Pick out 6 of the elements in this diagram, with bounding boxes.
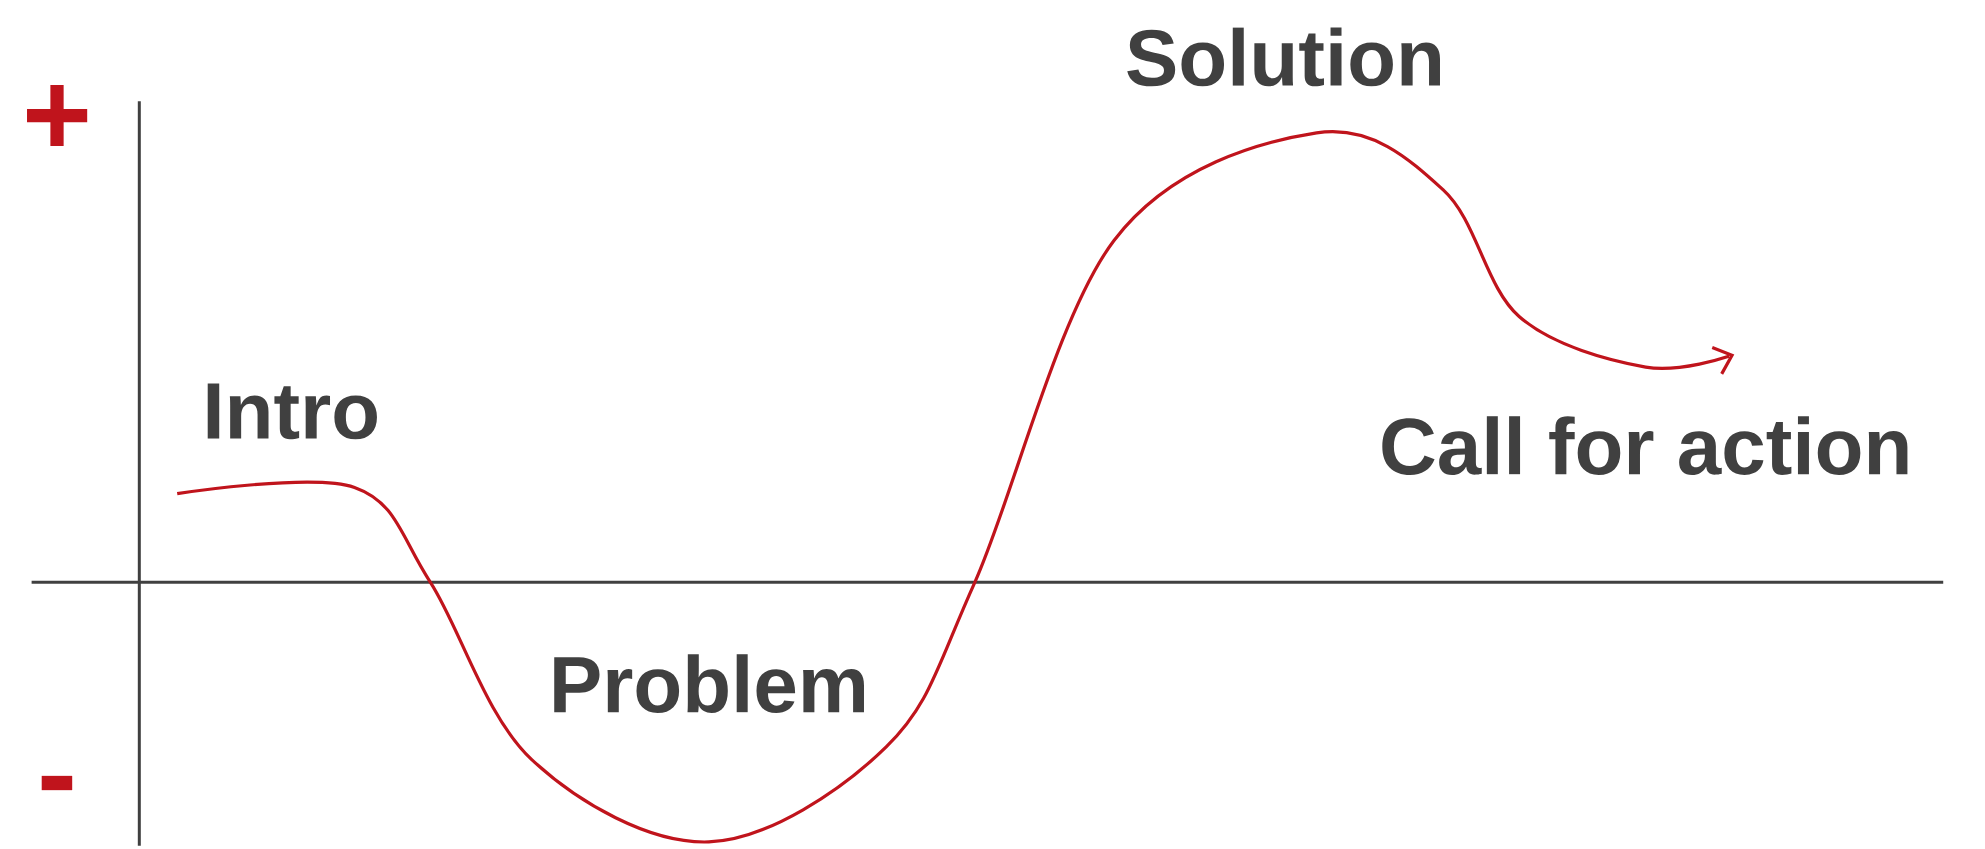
curve-label: Call for action bbox=[1382, 416, 1908, 475]
axis-label: - bbox=[41, 775, 73, 791]
curve-label: Solution bbox=[1127, 27, 1440, 87]
axis-label: + bbox=[27, 85, 88, 147]
curve-label: Intro bbox=[207, 383, 377, 440]
curve-label: Problem bbox=[554, 654, 864, 713]
